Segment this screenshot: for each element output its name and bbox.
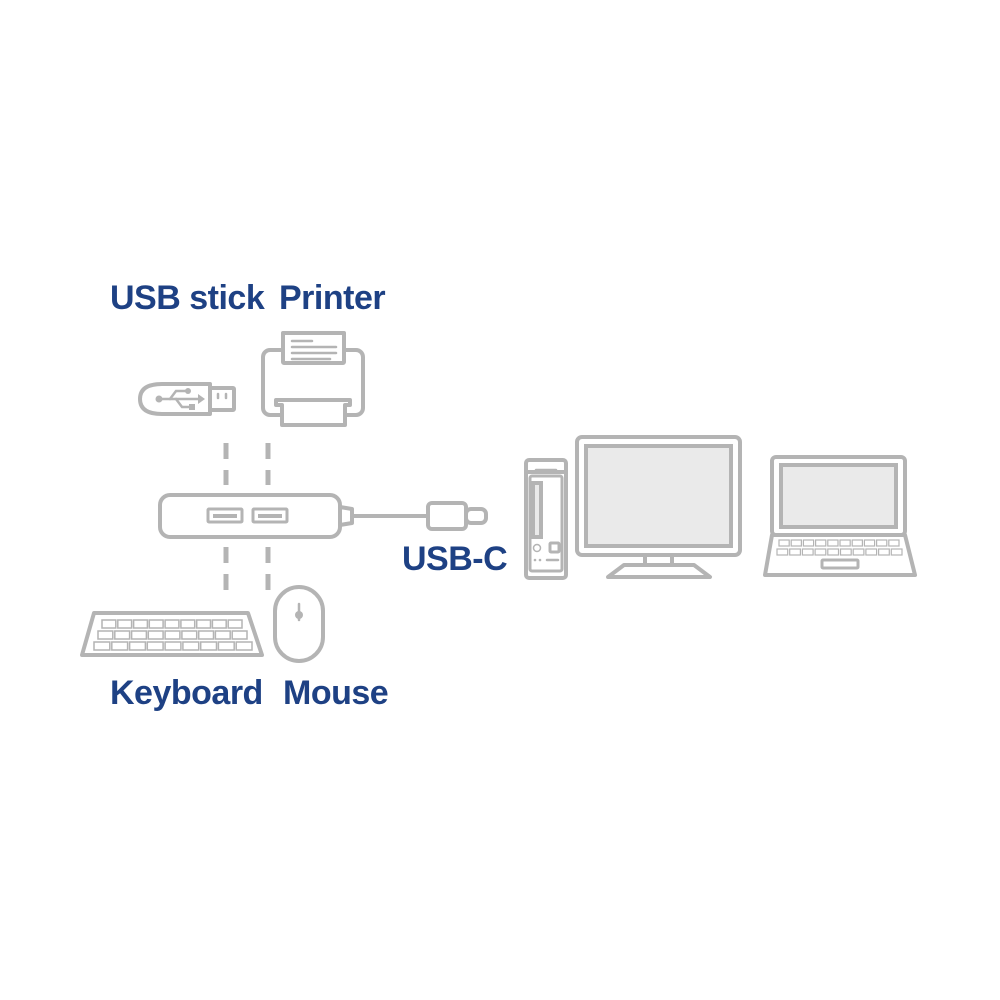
keyboard-key <box>111 641 129 651</box>
keyboard-key <box>182 641 200 651</box>
laptop-key <box>814 548 827 556</box>
keyboard-key <box>231 630 248 640</box>
keyboard-key <box>114 630 131 640</box>
mouse-label: Mouse <box>283 674 388 712</box>
laptop-key <box>827 539 839 547</box>
keyboard-key <box>197 630 215 640</box>
usb-c-label: USB-C <box>402 540 507 578</box>
laptop-key <box>865 548 878 556</box>
keyboard-keys <box>93 619 253 651</box>
keyboard-key <box>93 641 111 651</box>
keyboard-key <box>148 619 164 629</box>
usb-symbol-icon <box>155 388 205 410</box>
keyboard-key <box>117 619 133 629</box>
laptop-key <box>814 539 827 547</box>
laptop-key <box>877 548 890 556</box>
laptop-key <box>875 539 888 547</box>
desktop-tower-icon <box>524 458 568 580</box>
laptop-key <box>852 548 865 556</box>
keyboard-key <box>164 619 180 629</box>
laptop-key <box>851 539 864 547</box>
connector-lines <box>223 443 271 600</box>
printer-label: Printer <box>279 279 385 317</box>
keyboard-key <box>130 630 148 640</box>
keyboard-key <box>211 619 227 629</box>
keyboard-icon <box>80 611 264 657</box>
laptop-keys <box>776 539 903 556</box>
laptop-key <box>778 539 790 547</box>
usb-c-cable-icon <box>350 501 488 531</box>
usb-hub-icon <box>158 493 354 539</box>
keyboard-key <box>214 630 231 640</box>
monitor-icon <box>575 435 742 579</box>
laptop-icon <box>763 455 917 577</box>
keyboard-key <box>181 630 198 640</box>
laptop-key <box>827 548 840 556</box>
laptop-key <box>839 548 852 556</box>
keyboard-key <box>217 641 235 651</box>
usb-stick-icon <box>138 382 236 416</box>
laptop-key <box>776 548 789 556</box>
laptop-key <box>789 548 802 556</box>
printer-icon <box>261 331 365 427</box>
keyboard-key <box>195 619 212 629</box>
mouse-icon <box>273 585 325 663</box>
keyboard-key <box>132 619 149 629</box>
keyboard-key <box>227 619 243 629</box>
keyboard-key <box>128 641 147 651</box>
usb-stick-label: USB stick <box>110 279 265 317</box>
keyboard-key <box>164 630 181 640</box>
laptop-key <box>790 539 803 547</box>
keyboard-key <box>180 619 196 629</box>
laptop-key <box>863 539 876 547</box>
keyboard-key <box>101 619 117 629</box>
laptop-key <box>839 539 851 547</box>
keyboard-key <box>97 630 114 640</box>
keyboard-key <box>164 641 182 651</box>
keyboard-key <box>146 641 164 651</box>
laptop-key <box>890 548 903 556</box>
keyboard-key <box>235 641 253 651</box>
laptop-key <box>888 539 900 547</box>
keyboard-key <box>199 641 218 651</box>
laptop-key <box>801 548 814 556</box>
keyboard-key <box>147 630 164 640</box>
keyboard-label: Keyboard <box>110 674 263 712</box>
laptop-key <box>802 539 815 547</box>
